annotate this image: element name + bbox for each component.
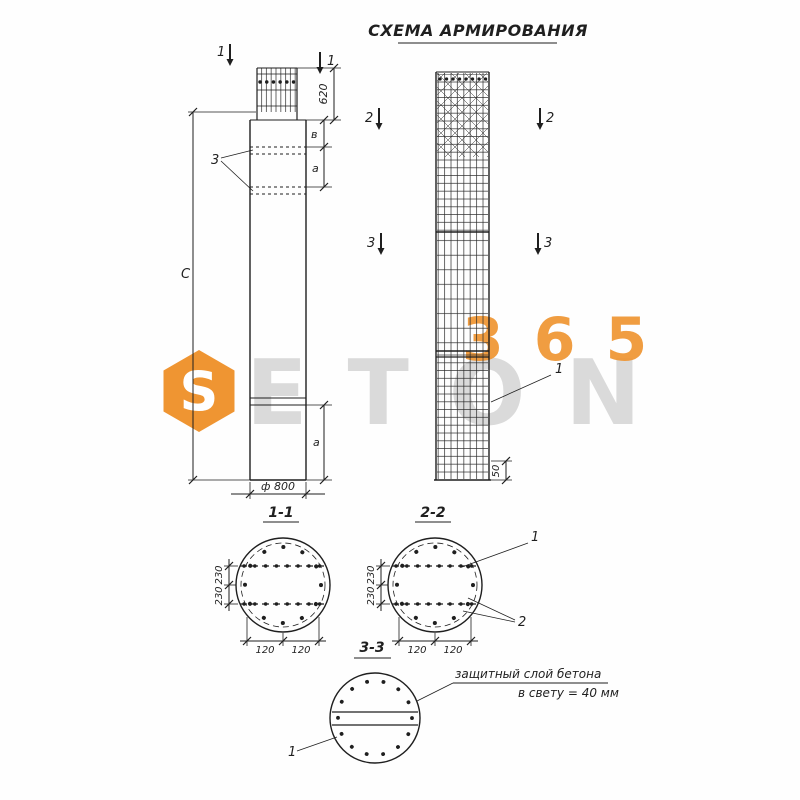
- cage-callout-1-label: 1: [555, 362, 563, 377]
- dim-tick: [224, 580, 234, 590]
- section-mark-1-right-label: 1: [327, 54, 335, 69]
- cage-hoops-dense-bottom: [437, 351, 488, 479]
- section-arrow-down-icon: [226, 59, 234, 66]
- dim-tick: [188, 475, 198, 485]
- section-3-3-callout-1-label: 1: [288, 745, 296, 760]
- section-rebar-dots: [243, 545, 323, 625]
- dim-230-top-label: 230: [366, 565, 377, 584]
- dim-tick: [376, 599, 386, 609]
- cage-hoops-sparse: [437, 232, 488, 351]
- dim-120-left-label: 120: [407, 645, 426, 656]
- dim-230-bottom-label: 230: [366, 586, 377, 605]
- dim-620-label: 620: [317, 84, 330, 105]
- dim-tick: [466, 636, 476, 646]
- section-mark-1-left-label: 1: [217, 45, 225, 60]
- column-body: [249, 119, 307, 481]
- section-arrow-down-icon: [375, 123, 383, 130]
- dim-bottom-right: а: [306, 400, 332, 485]
- dim-tick: [242, 636, 252, 646]
- section-arrow-down-icon: [377, 248, 385, 255]
- dim-tick: [329, 63, 339, 73]
- dim-tick: [245, 489, 255, 499]
- dim-120-left-label: 120: [255, 645, 274, 656]
- dim-tick: [319, 400, 329, 410]
- dim-tick: [278, 636, 288, 646]
- elevation-view: 1 1 3: [181, 44, 341, 499]
- section-3-3: 3-3 1 защитный слой бетона в свету = 40 …: [288, 640, 619, 764]
- section-mark-3-right-label: 3: [544, 236, 552, 251]
- section-hoop-circle: [240, 542, 326, 628]
- dim-tick: [314, 636, 324, 646]
- title-block: СХЕМА АРМИРОВАНИЯ: [368, 21, 588, 44]
- dim-120-right-label: 120: [443, 645, 462, 656]
- section-mark-3-left-label: 3: [367, 236, 375, 251]
- dim-tick: [376, 580, 386, 590]
- section-rebar-dots: [395, 545, 475, 625]
- callout-3-leader: [220, 160, 254, 192]
- note-line2: в свету = 40 мм: [518, 686, 619, 700]
- callout-1-leader: [296, 736, 338, 752]
- dim-230-bottom-label: 230: [214, 586, 225, 605]
- dim-length: С: [181, 107, 256, 485]
- dim-50-label: 50: [491, 465, 502, 478]
- section-rebar-dots: [336, 679, 414, 757]
- section-2-2: 2-2 1 2 230 230 120 120: [366, 505, 539, 656]
- section-arrow-down-icon: [534, 248, 542, 255]
- dim-120-right-label: 120: [291, 645, 310, 656]
- watermark: S ETON 365: [163, 305, 677, 446]
- dim-diameter-label: ф 800: [261, 480, 295, 493]
- dim-length-label: С: [181, 267, 191, 282]
- cage-callout-1-leader: [490, 374, 552, 403]
- dim-tick: [301, 489, 311, 499]
- section-2-2-callout-1-label: 1: [531, 530, 539, 545]
- section-outer-circle: [387, 537, 483, 633]
- dim-a-top-label: а: [312, 162, 319, 175]
- watermark-number-text: 365: [462, 305, 677, 375]
- dim-tick: [188, 107, 198, 117]
- section-mark-2-right-label: 2: [546, 111, 554, 126]
- rebar-outlet: [256, 67, 298, 120]
- dim-a-bottom-label: а: [313, 436, 320, 449]
- dim-tick: [319, 115, 329, 125]
- dim-tick: [224, 561, 234, 571]
- section-2-2-callout-2-label: 2: [518, 615, 526, 630]
- section-1-1: 1-1 230 230 120 120: [214, 505, 331, 656]
- dim-tick: [394, 636, 404, 646]
- section-arrow-down-icon: [316, 67, 324, 74]
- cage-spiral-hatch: [437, 73, 488, 157]
- dim-top-right: 620 в а: [297, 63, 341, 192]
- callout-3-label: 3: [211, 153, 219, 168]
- section-mark-2-left-label: 2: [365, 111, 373, 126]
- section-arrow-down-icon: [536, 123, 544, 130]
- section-2-2-title: 2-2: [420, 505, 445, 521]
- dim-tick: [319, 475, 329, 485]
- note-line1: защитный слой бетона: [455, 667, 601, 681]
- dim-tick: [501, 475, 511, 485]
- cage-view: 2 2 3 3 1 50: [365, 71, 563, 485]
- callout-2-leader: [462, 610, 516, 623]
- dim-v-label: в: [311, 128, 317, 141]
- drawing-title: СХЕМА АРМИРОВАНИЯ: [368, 21, 588, 40]
- section-1-1-title: 1-1: [268, 505, 293, 521]
- dim-diameter: ф 800: [231, 480, 325, 499]
- callout-1-leader: [461, 542, 529, 568]
- note-leader: [416, 682, 454, 702]
- dim-50: 50: [491, 456, 512, 485]
- callout-3-leader: [220, 149, 254, 159]
- dim-tick: [329, 115, 339, 125]
- callout-2-leader: [467, 597, 516, 621]
- section-3-3-title: 3-3: [359, 640, 384, 656]
- section-hoop-circle: [392, 542, 478, 628]
- section-outer-circle: [235, 537, 331, 633]
- section-outer-circle: [329, 672, 421, 764]
- dim-tick: [376, 561, 386, 571]
- watermark-logo: [163, 350, 235, 432]
- dim-230-top-label: 230: [214, 565, 225, 584]
- dim-tick: [430, 636, 440, 646]
- dim-tick: [319, 182, 329, 192]
- dim-tick: [224, 599, 234, 609]
- watermark-logo-letter: S: [180, 360, 219, 423]
- dim-tick: [501, 456, 511, 466]
